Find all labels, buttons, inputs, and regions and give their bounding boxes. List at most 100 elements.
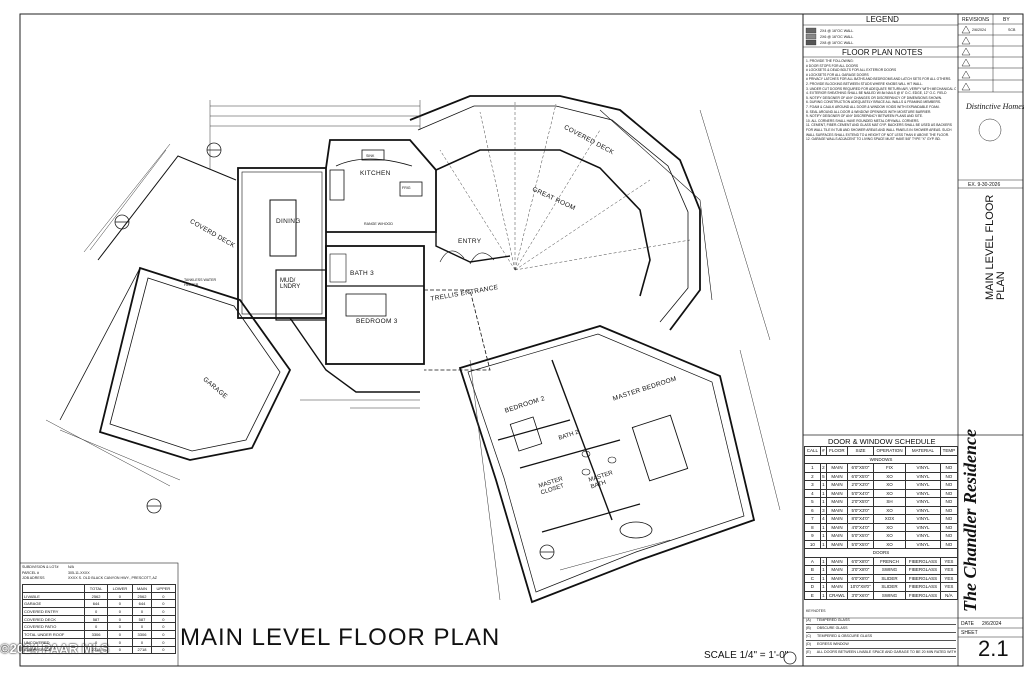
keynote-row: (C)TEMPERED & OBSCURE GLASS	[806, 633, 956, 641]
area-cell: UNCOVERED	[21, 637, 86, 647]
project-info-cell: PARCEL #	[22, 570, 39, 575]
project-info-cell: JOB ADRESS	[22, 576, 45, 580]
schedule-cell: FIX	[872, 463, 907, 473]
schedule-cell: 6'0"X5'0"	[847, 463, 874, 473]
project-info-row: SUBDIVISION & LOT#N/A	[22, 565, 176, 571]
area-cell: 2562	[132, 591, 152, 601]
schedule-cell: NO	[939, 514, 959, 524]
schedule-cell: VINYL	[905, 505, 941, 515]
area-cell: 587	[84, 614, 108, 624]
schedule-cell: MAIN	[825, 582, 849, 592]
schedule-cell: NO	[939, 497, 959, 507]
schedule-cell: 7	[804, 514, 821, 524]
plan-title: MAIN LEVEL FLOOR PLAN	[180, 624, 501, 651]
sheet-number: 2.1	[978, 636, 1009, 661]
schedule-cell: NO	[939, 471, 959, 481]
area-cell: 0	[150, 622, 177, 632]
area-cell: GARAGE	[21, 599, 86, 609]
schedule-cell: VINYL	[905, 488, 941, 498]
schedule-cell: MAIN	[825, 522, 849, 532]
area-cell: 0	[106, 599, 134, 609]
area-cell: MAIN	[132, 584, 152, 593]
schedule-cell: MAIN	[825, 471, 849, 481]
sheet-border	[19, 13, 1024, 667]
area-cell: 0	[84, 622, 108, 632]
schedule-cell: D	[804, 582, 821, 592]
schedule-cell: VINYL	[905, 522, 941, 532]
keynote-code: (E)	[806, 650, 811, 654]
schedule-cell: VINYL	[905, 514, 941, 524]
schedule-cell: FIBERGLASS	[905, 582, 941, 592]
legend-item: 2X6 @ 16"OC WALL	[820, 35, 854, 39]
note-line: 3. UNDER CUT DOORS REQUIRED FOR ADEQUATE…	[806, 86, 956, 91]
area-cell: 0	[84, 637, 108, 647]
legend-item: 2X8 @ 16"OC WALL	[820, 41, 854, 45]
schedule-cell: NO	[939, 522, 959, 532]
schedule-cell: YES	[939, 565, 959, 575]
date-value: 2/6/2024	[982, 621, 1002, 627]
schedule-cell: 1	[804, 463, 821, 473]
schedule-cell: XO	[872, 531, 907, 541]
area-cell: 0	[150, 637, 177, 647]
schedule-cell: NO	[939, 505, 959, 515]
note-line: 11. CEMENT, FIBER-CEMENT AND GLASS MAT G…	[806, 123, 952, 128]
area-cell: 2718	[132, 645, 152, 655]
schedule-cell: FIBERGLASS	[905, 590, 941, 600]
revision-by: SCB	[1008, 28, 1016, 32]
schedule-cell: SH	[872, 497, 907, 507]
schedule-cell: 8	[804, 522, 821, 532]
schedule-cell: MAIN	[825, 505, 849, 515]
schedule-cell: SWING	[872, 590, 907, 600]
project-info-row: PARCEL #305-11-XXXX	[22, 571, 176, 577]
schedule-cell: 2	[804, 471, 821, 481]
keynote-code: (A)	[806, 618, 811, 622]
schedule-cell: C	[804, 573, 821, 583]
room-kitchen: KITCHEN	[360, 170, 391, 177]
schedule-cell: MAIN	[825, 556, 849, 566]
schedule-cell: 6'0"X8'0"	[847, 573, 874, 583]
schedule-cell: 4'0"X4'0"	[847, 522, 874, 532]
schedule-cell: MATERIAL	[905, 446, 941, 456]
label-tankless-water-heater: TANKLESS WATER HEATER	[184, 278, 217, 287]
schedule-cell: TEMP	[939, 446, 959, 456]
schedule-cell: OPERATION	[872, 446, 907, 456]
schedule-cell: CRAWL	[825, 590, 849, 600]
note-line: # LOCKSETS FOR ALL GARAGE DOORS	[806, 72, 869, 77]
schedule-cell: 10	[804, 539, 821, 549]
schedule-cell: SLIDER	[872, 573, 907, 583]
keynote-text: TEMPERED GLASS	[816, 618, 850, 622]
plan-scale: SCALE 1/4" = 1'-0"	[704, 650, 789, 661]
area-cell: 0	[84, 607, 108, 616]
sheet-label: SHEET	[961, 630, 978, 636]
keynote-text: TEMPERED & OBSCURE GLASS	[817, 634, 873, 638]
keynote-text: EGRESS WINDOW	[817, 642, 849, 646]
schedule-section-label: WINDOWS	[804, 454, 958, 464]
schedule-cell: VINYL	[905, 539, 941, 549]
keynotes-list: (A)TEMPERED GLASS(B)OBSCURE GLASS(C)TEMP…	[806, 617, 956, 657]
schedule-cell: FIBERGLASS	[905, 565, 941, 575]
residence-name: The Chandler Residence	[960, 429, 980, 612]
schedule-cell: 5'0"X5'0"	[847, 531, 874, 541]
schedule-cell: YES	[939, 556, 959, 566]
area-cell: 0	[106, 630, 134, 639]
schedule-cell: CALL	[804, 446, 821, 456]
note-line: 5. NOTIFY DESIGNER OF ANY CHANGES OR DIS…	[806, 95, 943, 100]
schedule-cell: 10'0"X8'0"	[847, 582, 874, 592]
schedule-cell: SLIDER	[872, 582, 907, 592]
area-cell: 0	[106, 645, 134, 655]
schedule-cell: VINYL	[905, 497, 941, 507]
